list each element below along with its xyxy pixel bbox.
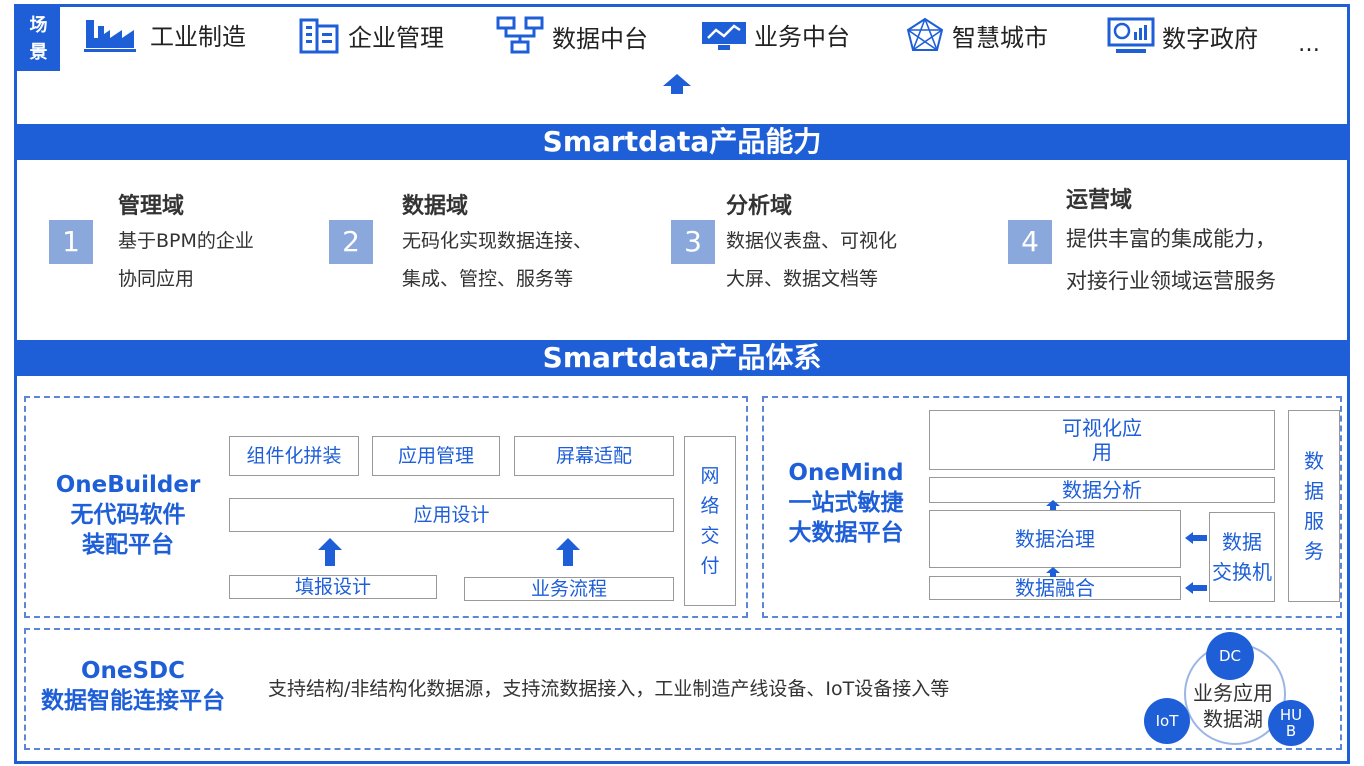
scene-item-label: 企业管理: [348, 23, 444, 52]
scene-item-gov: 数字政府: [1106, 16, 1258, 56]
scene-more: …: [1298, 32, 1320, 57]
capability-desc: 无码化实现数据连接、 集成、管控、服务等: [402, 230, 593, 290]
data-analysis-box: 数据分析: [929, 477, 1275, 503]
scene-item-label: 数字政府: [1162, 24, 1258, 53]
hub-node: HU B: [1268, 700, 1314, 746]
scene-item-smartcity: 智慧城市: [904, 16, 1048, 54]
workflow-box: 业务流程: [464, 577, 674, 601]
dashboard-screen-icon: [1107, 17, 1155, 53]
screen-adapt-box: 屏幕适配: [514, 436, 674, 476]
web-mesh-icon: [906, 17, 944, 51]
onesdc-panel: [24, 628, 1342, 750]
factory-icon: [84, 20, 136, 52]
capability-number: 1: [49, 220, 93, 264]
onebuilder-panel: [24, 396, 748, 618]
scene-item-label: 工业制造: [150, 22, 246, 51]
up-arrow-icon: [1046, 567, 1060, 577]
iot-node: IoT: [1144, 698, 1190, 744]
capability-title: Smartdata产品能力: [17, 124, 1347, 160]
capability-number: 4: [1008, 220, 1052, 264]
visualization-box: 可视化应 用: [929, 410, 1275, 470]
capability-title-text: 管理域: [118, 194, 185, 219]
capability-desc: 提供丰富的集成能力， 对接行业领域运营服务: [1066, 227, 1276, 293]
onemind-name: OneMind 一站式敏捷 大数据平台: [788, 460, 904, 546]
capability-title-text: 运营域: [1066, 188, 1133, 213]
onesdc-description: 支持结构/非结构化数据源，支持流数据接入，工业制造产线设备、IoT设备接入等: [268, 678, 950, 700]
scene-item-industrial: 工业制造: [84, 16, 246, 52]
up-arrow-icon: [556, 538, 580, 566]
fill-report-box: 填报设计: [229, 575, 437, 599]
capability-number: 3: [671, 220, 715, 264]
capability-number: 2: [329, 220, 373, 264]
capability-desc: 数据仪表盘、可视化 大屏、数据文档等: [726, 230, 898, 290]
app-design-box: 应用设计: [229, 498, 674, 532]
scene-item-enterprise: 企业管理: [298, 16, 444, 54]
up-arrow-icon: [1046, 500, 1060, 510]
scene-item-datahub: 数据中台: [496, 16, 648, 56]
scene-item-label: 业务中台: [754, 22, 850, 51]
monitor-chart-icon: [702, 22, 746, 50]
component-assembly-box: 组件化拼装: [229, 436, 359, 476]
network-icon: [496, 16, 544, 54]
scene-label: 场 景: [17, 7, 60, 71]
data-service-box: 数 据 服 务: [1288, 410, 1340, 602]
building-icon: [299, 18, 339, 54]
data-governance-box: 数据治理: [929, 510, 1181, 568]
data-fusion-box: 数据融合: [929, 576, 1181, 600]
scene-item-bizhub: 业务中台: [700, 16, 850, 52]
onebuilder-name: OneBuilder 无代码软件 装配平台: [55, 472, 201, 558]
data-exchange-box: 数据 交换机: [1209, 512, 1275, 602]
network-delivery-box: 网 络 交 付: [684, 436, 736, 606]
app-management-box: 应用管理: [372, 436, 500, 476]
up-arrow-icon: [318, 538, 342, 566]
up-arrow-icon: [663, 74, 691, 94]
scene-item-label: 数据中台: [552, 24, 648, 53]
left-arrow-icon: [1185, 582, 1207, 594]
onemind-panel: [762, 396, 1342, 618]
dc-node: DC: [1206, 632, 1254, 680]
scene-item-label: 智慧城市: [952, 23, 1048, 52]
system-title: Smartdata产品体系: [17, 340, 1347, 376]
left-arrow-icon: [1185, 532, 1207, 544]
capability-title-text: 分析域: [726, 194, 793, 219]
onesdc-name: OneSDC 数据智能连接平台: [41, 658, 225, 714]
capability-desc: 基于BPM的企业 协同应用: [118, 230, 254, 290]
data-lake-label: 业务应用 数据湖: [1193, 681, 1273, 731]
capability-title-text: 数据域: [402, 194, 469, 219]
